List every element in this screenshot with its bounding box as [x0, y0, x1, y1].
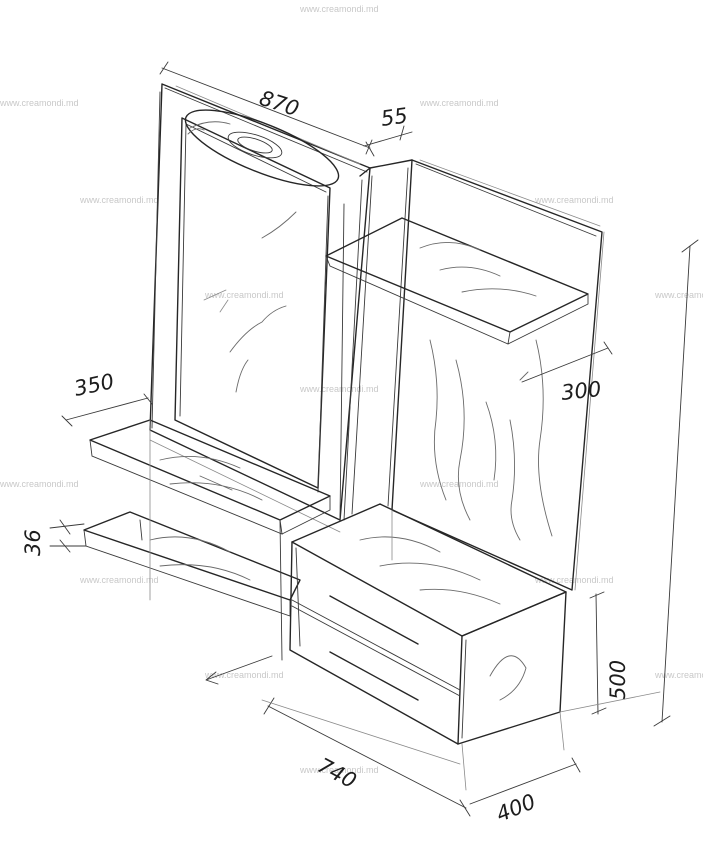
drawer-cabinet [289, 503, 567, 745]
dimension-740: 740 [314, 753, 361, 793]
dimension-300: 300 [560, 377, 602, 405]
watermark: www.creamondi.md [299, 4, 379, 14]
construction-lines [149, 419, 661, 791]
dimension-400: 400 [493, 789, 539, 826]
dimension-350: 350 [72, 369, 116, 401]
watermark: www.creamondi.md [204, 290, 284, 300]
dimension-36: 36 [21, 529, 45, 556]
low-shelf [83, 511, 301, 661]
wardrobe-panel [325, 159, 605, 591]
watermark: www.creamondi.md [0, 98, 79, 108]
dimension-lines: 870 55 350 300 36 500 740 400 [21, 61, 699, 827]
dimension-870: 870 [256, 86, 302, 121]
watermark: www.creamondi.md [0, 479, 79, 489]
watermark: www.creamondi.md [79, 195, 159, 205]
watermark: www.creamondi.md [299, 384, 379, 394]
watermark: www.creamondi.md [204, 670, 284, 680]
dimension-55: 55 [379, 103, 409, 130]
watermark: www.creamondi.md [534, 575, 614, 585]
watermark: www.creamondi.md [534, 195, 614, 205]
watermark: www.creamondi.md [299, 765, 379, 775]
left-shelf [89, 419, 331, 535]
watermark: www.creamondi.md [419, 98, 499, 108]
watermark: www.creamondi.md [79, 575, 159, 585]
watermark: www.creamondi.md [654, 670, 703, 680]
dimension-500: 500 [606, 660, 630, 700]
mirror-panel [149, 83, 371, 533]
watermark: www.creamondi.md [654, 290, 703, 300]
